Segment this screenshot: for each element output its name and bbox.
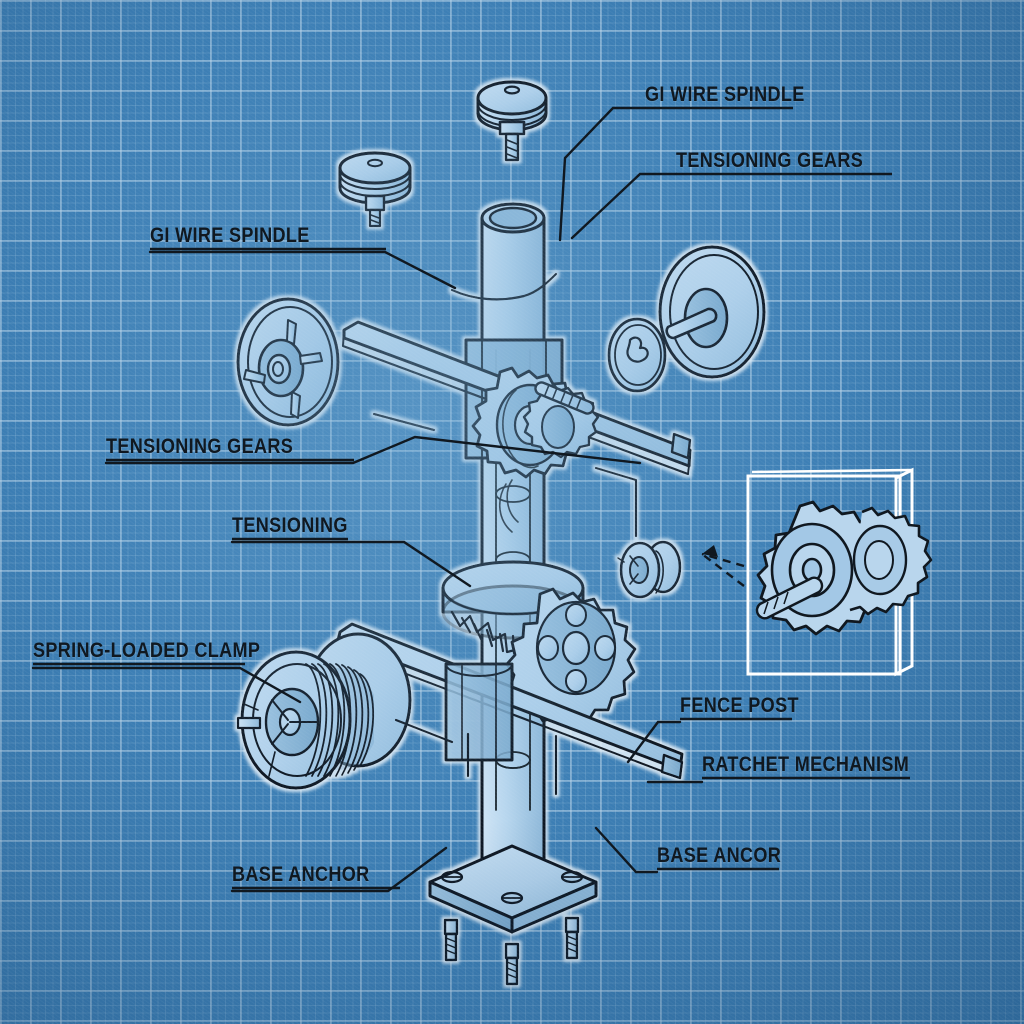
part-small-washer-disc: [607, 317, 667, 393]
detail-arrow: [701, 545, 745, 587]
callout-label-tensioning-gears-right: TENSIONING GEARS: [676, 149, 864, 172]
callout-leader-base-anchor-left: [230, 846, 448, 893]
callout-label-gi-wire-spindle-right: GI WIRE SPINDLE: [645, 83, 805, 106]
callout-label-base-ancor-right: BASE ANCOR: [657, 844, 782, 867]
callout-leader-spring-loaded-clamp: [31, 666, 302, 704]
callout-leader-tensioning: [230, 540, 472, 588]
callout-leader-gi-wire-spindle-right: [558, 106, 647, 242]
part-mid-gear-cluster: [450, 587, 637, 727]
part-base-plate: [428, 844, 598, 934]
part-top-spindle-cap: [476, 80, 548, 162]
part-upper-gear-cluster: [471, 366, 600, 533]
callout-leader-tensioning-gears-left: [104, 435, 642, 465]
callout-leader-tensioning-gears-right: [570, 172, 678, 240]
callout-label-tensioning-gears-left: TENSIONING GEARS: [106, 435, 294, 458]
callout-label-gi-wire-spindle-left: GI WIRE SPINDLE: [150, 224, 310, 247]
part-right-pulley-disc: [658, 245, 766, 379]
callout-label-spring-loaded-clamp: SPRING-LOADED CLAMP: [33, 639, 261, 662]
callout-label-fence-post: FENCE POST: [680, 694, 799, 717]
part-wire-spool-large: [236, 632, 412, 790]
part-wire-spool-small: [617, 540, 682, 599]
callout-label-base-anchor-left: BASE ANCHOR: [232, 863, 370, 886]
part-upper-left-cap: [338, 151, 412, 228]
callout-leader-gi-wire-spindle-left: [148, 250, 457, 290]
callout-leader-base-ancor-right: [594, 826, 659, 874]
part-left-pulley-disc: [236, 297, 340, 427]
callout-label-tensioning: TENSIONING: [232, 514, 348, 537]
part-anchor-bolts: [443, 916, 580, 986]
callout-leader-fence-post: [626, 720, 682, 764]
part-clamp-bracket: [444, 662, 514, 762]
part-wire-strands: [372, 272, 638, 796]
detail-inset-gears: [755, 500, 933, 636]
callout-label-ratchet-mechanism: RATCHET MECHANISM: [702, 753, 910, 776]
